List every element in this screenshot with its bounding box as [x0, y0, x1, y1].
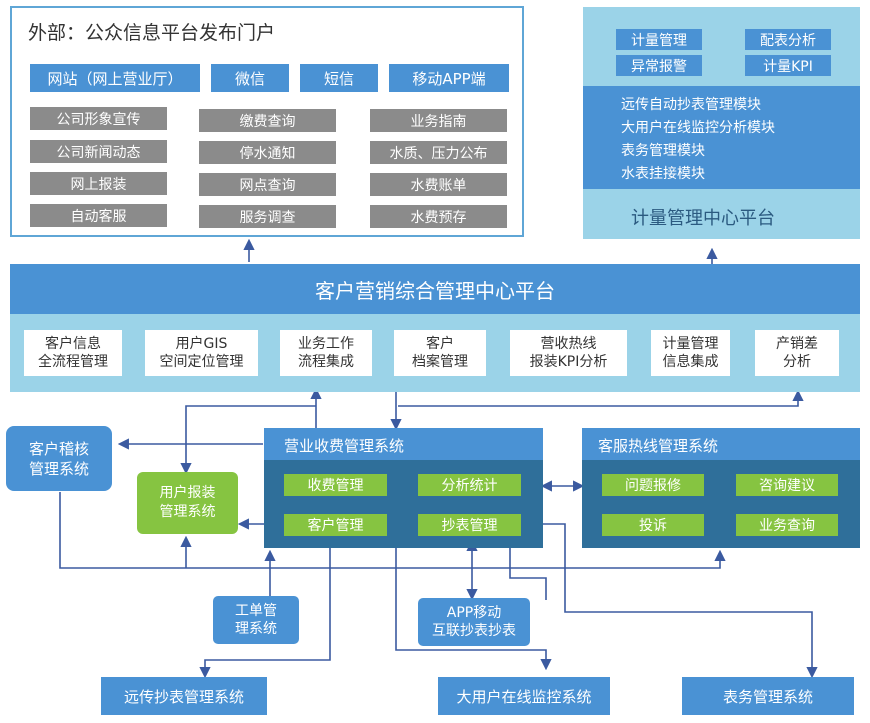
crm-module-line2: 空间定位管理	[159, 354, 244, 370]
channel-wechat[interactable]: 微信	[211, 64, 289, 92]
crm-module-workflow[interactable]: 业务工作 流程集成	[280, 330, 372, 376]
workorder-line1: 工单管	[235, 603, 277, 619]
hotline-item[interactable]: 业务查询	[736, 514, 838, 536]
portal-item[interactable]: 自动客服	[30, 204, 167, 227]
crm-module-line1: 客户信息	[45, 336, 101, 352]
crm-module-archive[interactable]: 客户 档案管理	[394, 330, 486, 376]
metering-title: 计量管理中心平台	[631, 208, 775, 229]
metering-module[interactable]: 大用户在线监控分析模块	[621, 120, 775, 136]
billing-title: 营业收费管理系统	[284, 437, 405, 455]
install-line2: 管理系统	[159, 504, 216, 520]
crm-module-kpi[interactable]: 营收热线 报装KPI分析	[510, 330, 627, 376]
crm-module-line2: 信息集成	[662, 354, 719, 370]
portal-title: 外部：公众信息平台发布门户	[28, 22, 276, 44]
crm-module-loss-analysis[interactable]: 产销差 分析	[755, 330, 839, 376]
portal-item[interactable]: 水费账单	[370, 173, 507, 196]
audit-line2: 管理系统	[28, 459, 89, 478]
crm-platform-panel: 客户营销综合管理中心平台 客户信息 全流程管理 用户GIS 空间定位管理 业务工…	[10, 264, 860, 392]
portal-item[interactable]: 业务指南	[370, 109, 507, 132]
hotline-item[interactable]: 咨询建议	[736, 474, 838, 496]
app-mobile-reading[interactable]: APP移动 互联抄表抄表	[418, 598, 530, 646]
crm-module-line1: 营收热线	[540, 336, 597, 352]
hotline-system-panel: 客服热线管理系统 问题报修 咨询建议 投诉 业务查询	[582, 428, 860, 548]
metering-module[interactable]: 水表挂接模块	[621, 166, 705, 182]
hotline-item[interactable]: 投诉	[602, 514, 704, 536]
crm-module-line2: 报装KPI分析	[529, 354, 608, 370]
app-line1: APP移动	[446, 605, 502, 621]
crm-module-line1: 业务工作	[298, 336, 354, 352]
portal-item[interactable]: 水费预存	[370, 205, 507, 228]
metering-tag[interactable]: 计量KPI	[745, 55, 831, 76]
crm-module-line2: 分析	[783, 354, 811, 370]
crm-module-line1: 用户GIS	[175, 336, 228, 352]
crm-module-gis[interactable]: 用户GIS 空间定位管理	[145, 330, 258, 376]
crm-module-metering-info[interactable]: 计量管理 信息集成	[651, 330, 730, 376]
metering-module[interactable]: 表务管理模块	[621, 143, 705, 159]
metering-center-panel: 计量管理 配表分析 异常报警 计量KPI 远传自动抄表管理模块 大用户在线监控分…	[583, 7, 860, 239]
metering-tag[interactable]: 异常报警	[616, 55, 702, 76]
audit-line1: 客户稽核	[28, 439, 89, 458]
billing-item[interactable]: 客户管理	[284, 514, 387, 536]
hotline-title: 客服热线管理系统	[598, 437, 719, 455]
remote-reading-system[interactable]: 远传抄表管理系统	[101, 677, 267, 715]
work-order-system[interactable]: 工单管 理系统	[213, 596, 299, 644]
billing-item[interactable]: 抄表管理	[418, 514, 521, 536]
hotline-item[interactable]: 问题报修	[602, 474, 704, 496]
channel-mobile-app[interactable]: 移动APP端	[389, 64, 509, 92]
crm-module-line2: 全流程管理	[38, 354, 108, 370]
app-line2: 互联抄表抄表	[432, 623, 516, 639]
metering-tag[interactable]: 配表分析	[745, 29, 831, 50]
large-user-monitoring-system[interactable]: 大用户在线监控系统	[438, 677, 610, 715]
hotline-header: 客服热线管理系统	[582, 428, 860, 460]
crm-module-line1: 计量管理	[662, 336, 719, 352]
channel-website[interactable]: 网站（网上营业厅）	[30, 64, 200, 92]
portal-item[interactable]: 公司形象宣传	[30, 107, 167, 130]
channel-sms[interactable]: 短信	[300, 64, 378, 92]
crm-title: 客户营销综合管理中心平台	[10, 264, 860, 314]
portal-item[interactable]: 缴费查询	[199, 109, 336, 132]
metering-module[interactable]: 远传自动抄表管理模块	[621, 97, 761, 113]
crm-module-line2: 档案管理	[412, 354, 468, 370]
portal-item[interactable]: 停水通知	[199, 141, 336, 164]
portal-item[interactable]: 网点查询	[199, 173, 336, 196]
metering-tag[interactable]: 计量管理	[616, 29, 702, 50]
billing-header: 营业收费管理系统	[264, 428, 543, 460]
crm-module-line2: 流程集成	[298, 354, 354, 370]
portal-item[interactable]: 网上报装	[30, 172, 167, 195]
meter-management-system[interactable]: 表务管理系统	[682, 677, 854, 715]
install-management-system[interactable]: 用户报装 管理系统	[137, 472, 238, 534]
billing-system-panel: 营业收费管理系统 收费管理 分析统计 客户管理 抄表管理	[264, 428, 543, 548]
metering-modules-list: 远传自动抄表管理模块 大用户在线监控分析模块 表务管理模块 水表挂接模块	[583, 86, 860, 189]
portal-item[interactable]: 水质、压力公布	[370, 141, 507, 164]
crm-module-customer-info[interactable]: 客户信息 全流程管理	[24, 330, 122, 376]
crm-module-line1: 客户	[426, 336, 454, 352]
billing-item[interactable]: 收费管理	[284, 474, 387, 496]
portal-item[interactable]: 公司新闻动态	[30, 140, 167, 163]
billing-item[interactable]: 分析统计	[418, 474, 521, 496]
workorder-line2: 理系统	[235, 621, 277, 637]
crm-module-line1: 产销差	[776, 336, 818, 352]
public-portal-panel: 外部：公众信息平台发布门户 网站（网上营业厅） 微信 短信 移动APP端 公司形…	[10, 6, 524, 237]
customer-audit-system[interactable]: 客户稽核 管理系统	[6, 426, 112, 491]
install-line1: 用户报装	[159, 485, 216, 501]
portal-item[interactable]: 服务调查	[199, 205, 336, 228]
